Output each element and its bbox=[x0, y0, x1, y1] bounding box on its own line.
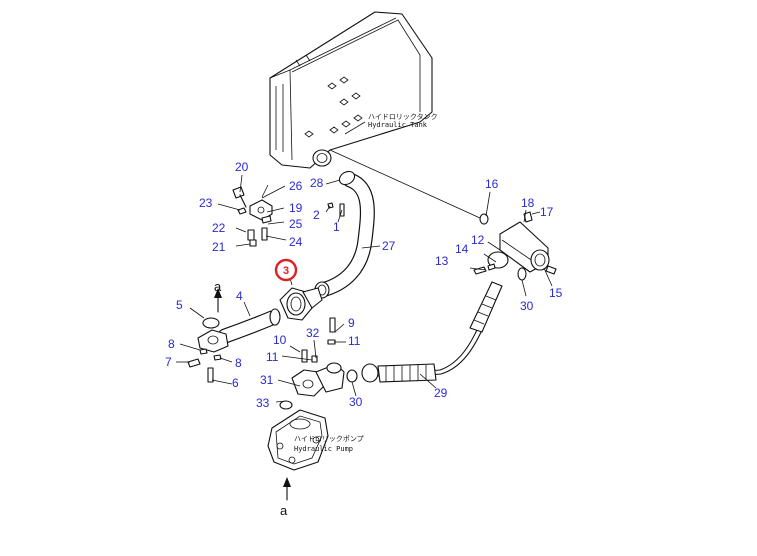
callout-31: 31 bbox=[260, 373, 274, 387]
callout-15: 15 bbox=[549, 286, 563, 300]
pump-label-jp: ハイドロリックポンプ bbox=[294, 435, 364, 443]
callout-20: 20 bbox=[235, 160, 249, 174]
callout-21: 21 bbox=[212, 240, 226, 254]
valve-fitting-assembly bbox=[232, 184, 273, 247]
flange-elbow-3 bbox=[279, 287, 323, 321]
callout-33: 33 bbox=[256, 396, 270, 410]
o-ring-5 bbox=[202, 317, 220, 329]
tank-leader bbox=[344, 121, 366, 135]
callout-numbers: 1 2 4 5 6 7 8 8 9 10 11 11 12 13 14 15 1… bbox=[165, 160, 563, 410]
callout-24: 24 bbox=[289, 235, 303, 249]
arrow-ref-upper: a bbox=[214, 279, 222, 294]
callout-9: 9 bbox=[348, 316, 355, 330]
callout-2: 2 bbox=[313, 208, 320, 222]
pump-elbow-31 bbox=[291, 362, 345, 397]
callout-12: 12 bbox=[471, 233, 485, 247]
callout-30-lower: 30 bbox=[349, 395, 363, 409]
bolts-9-10-11-32 bbox=[301, 317, 336, 363]
callout-7: 7 bbox=[165, 355, 172, 369]
arrow-ref-lower: a bbox=[280, 503, 288, 518]
hydraulic-pump bbox=[267, 409, 329, 471]
callout-1: 1 bbox=[333, 220, 340, 234]
callout-29: 29 bbox=[434, 386, 448, 400]
callout-14: 14 bbox=[455, 242, 469, 256]
hose-27 bbox=[314, 170, 375, 299]
flow-arrow-lower bbox=[283, 477, 291, 501]
callout-32: 32 bbox=[306, 326, 320, 340]
callout-8-left: 8 bbox=[168, 337, 175, 351]
callout-4: 4 bbox=[236, 289, 243, 303]
right-fitting-assembly bbox=[473, 211, 557, 275]
callout-10: 10 bbox=[273, 333, 287, 347]
hydraulic-tank bbox=[269, 11, 433, 169]
callout-25: 25 bbox=[289, 217, 303, 231]
hose-29 bbox=[361, 281, 503, 383]
bolts-6-7-8 bbox=[187, 348, 222, 383]
callout-23: 23 bbox=[199, 196, 213, 210]
highlight-number: 3 bbox=[283, 265, 289, 277]
callout-17: 17 bbox=[540, 205, 554, 219]
callout-22: 22 bbox=[212, 221, 226, 235]
callout-16: 16 bbox=[485, 177, 499, 191]
callout-11-left: 11 bbox=[266, 350, 279, 364]
callout-18: 18 bbox=[521, 196, 535, 210]
callout-30-upper: 30 bbox=[520, 299, 534, 313]
callout-27: 27 bbox=[382, 239, 396, 253]
flow-arrow-upper bbox=[214, 288, 222, 313]
o-ring-33 bbox=[279, 400, 293, 410]
callout-28: 28 bbox=[310, 176, 324, 190]
callout-26: 26 bbox=[289, 179, 303, 193]
o-ring-16 bbox=[479, 213, 489, 225]
o-ring-30-upper bbox=[517, 267, 527, 281]
hose-4 bbox=[197, 308, 281, 353]
highlighted-callout-3: 3 bbox=[274, 258, 298, 282]
callout-5: 5 bbox=[176, 298, 183, 312]
callout-13: 13 bbox=[435, 254, 449, 268]
callout-11-right: 11 bbox=[348, 334, 361, 348]
tank-label-jp: ハイドロリックタンク bbox=[368, 112, 438, 121]
pump-label-en: Hydraulic Pump bbox=[294, 445, 353, 453]
callout-8-right: 8 bbox=[235, 356, 242, 370]
leader-lines bbox=[176, 149, 553, 403]
callout-19: 19 bbox=[289, 201, 303, 215]
o-ring-30-lower bbox=[346, 369, 358, 383]
callout-6: 6 bbox=[232, 376, 239, 390]
tank-label-en: Hydraulic Tank bbox=[368, 121, 428, 129]
